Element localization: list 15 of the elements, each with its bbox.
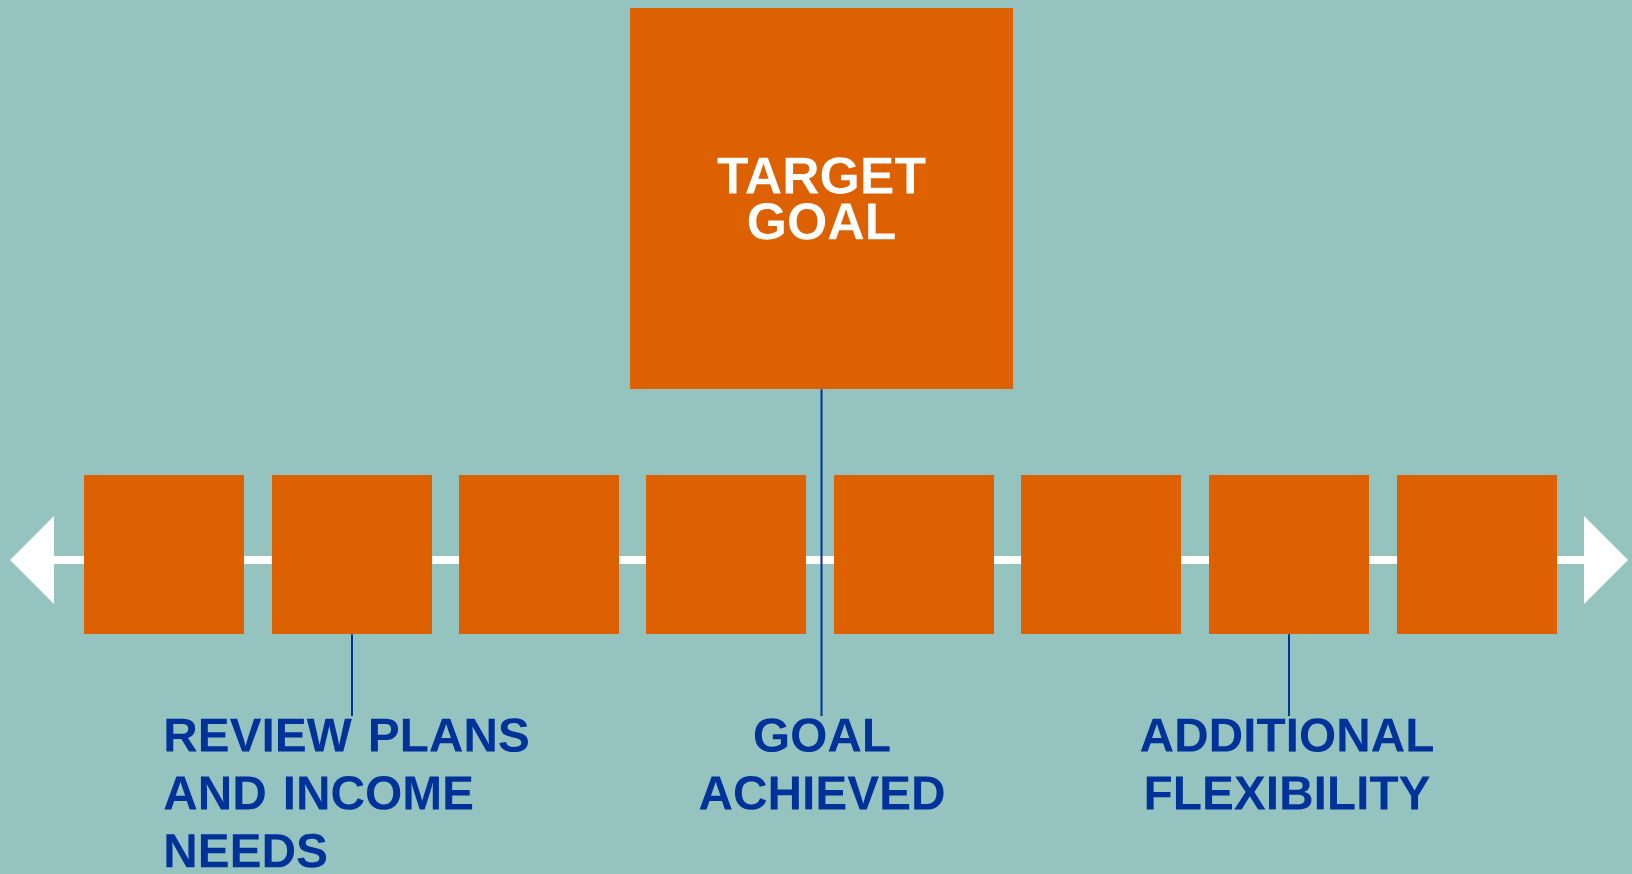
timeline-box: [1209, 475, 1369, 634]
leader-line: [820, 388, 823, 717]
timeline-box: [834, 475, 994, 634]
milestone-label: REVIEW PLANS AND INCOME NEEDS: [164, 718, 528, 868]
timeline-box: [1021, 475, 1181, 634]
milestone-label: ADDITIONAL FLEXIBILITY: [1140, 718, 1433, 810]
timeline-box: [459, 475, 619, 634]
target-box: TARGET GOAL: [630, 8, 1013, 389]
timeline-box: [84, 475, 244, 634]
leader-line: [351, 633, 353, 717]
timeline-box: [646, 475, 806, 634]
milestone-label: GOAL ACHIEVED: [699, 718, 944, 810]
timeline-box: [272, 475, 432, 634]
leader-line: [1288, 633, 1290, 717]
timeline-box: [1397, 475, 1557, 634]
